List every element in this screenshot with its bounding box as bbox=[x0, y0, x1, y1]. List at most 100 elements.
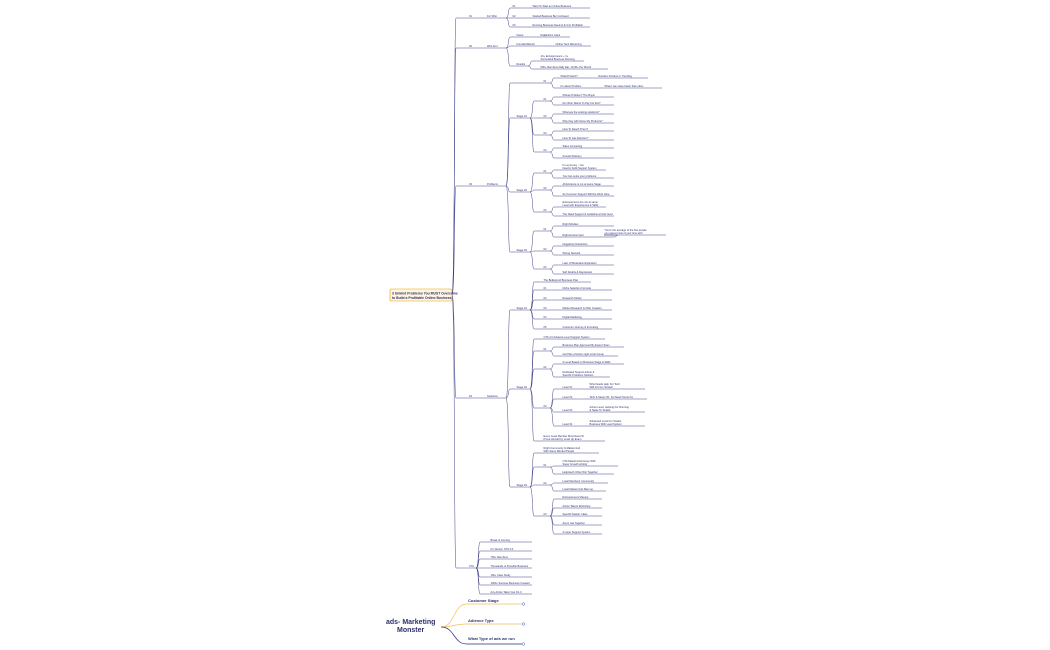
solution-stage-1-item-05-number[interactable]: 05 bbox=[544, 325, 547, 329]
branch-04-label[interactable]: Solutions bbox=[487, 394, 498, 398]
solution-stage-2-level-3-text-line-1[interactable]: Action Level, Helping For Running bbox=[590, 405, 630, 409]
problem-stage-3-group-03-item-1[interactable]: Lack Of Motivation/Inspiration bbox=[563, 261, 598, 265]
solution-stage-2-title[interactable]: OTA 2.0 Advance Level Support System bbox=[544, 335, 590, 339]
problem-intro-about[interactable]: It's about Problem bbox=[561, 84, 582, 88]
branch-cta-number[interactable]: CTA bbox=[469, 564, 474, 568]
root-node[interactable]: 3 Unkind Problems You MUST Overcome to B… bbox=[389, 288, 458, 302]
solution-stage-2-group-02-item-2-line-1[interactable]: Dedicated Support Admin & bbox=[563, 370, 595, 374]
solution-stage-1-label[interactable]: Stage 01 bbox=[517, 306, 528, 310]
second-map-adience-type-expand-dot[interactable] bbox=[521, 622, 526, 626]
branch-02-label[interactable]: Who Am I bbox=[487, 44, 499, 48]
solution-stage-1-item-01[interactable]: Niche Selection Formula bbox=[563, 286, 592, 290]
problem-stage-1-group-01-item-1[interactable]: Whose Problem? The Buyer bbox=[563, 93, 596, 97]
solution-stage-1-title[interactable]: The Bulletproof Business Plan bbox=[544, 278, 579, 282]
solution-stage-2-group-01-item-1[interactable]: Business Plan Approved By Expert Team bbox=[563, 343, 610, 347]
problem-stage-1-label[interactable]: Stage 01 bbox=[517, 114, 528, 118]
cta-item-7[interactable]: Any Action Taker Can Do It bbox=[491, 590, 522, 594]
branch-03-label[interactable]: Problems bbox=[487, 182, 499, 186]
solution-stage-2-level-1-text-line-2[interactable]: Skill & From Scratch bbox=[590, 385, 614, 389]
who-name-label[interactable]: Name bbox=[517, 33, 524, 37]
problem-stage-2-group-01-item-1-line-2[interactable]: Need A Solid Support System bbox=[563, 166, 597, 170]
problem-stage-3-group-02-item-2[interactable]: Wrong Network bbox=[563, 251, 582, 255]
who-founder-value[interactable]: Online Tech Mentoring bbox=[556, 42, 582, 46]
solution-stage-1-item-01-number[interactable]: 01 bbox=[544, 286, 547, 290]
branch-01-number[interactable]: 01 bbox=[469, 14, 472, 18]
branch-02-number[interactable]: 02 bbox=[469, 44, 472, 48]
problem-stage-3-group-02-item-1[interactable]: Negativity/ Distraction bbox=[563, 242, 589, 246]
solution-stage-3-group-03-item-3[interactable]: Specific Master Class bbox=[563, 512, 589, 516]
solution-stage-2-group-02[interactable]: 02 bbox=[544, 365, 547, 369]
second-map-branch-adience-type[interactable]: Adience Type bbox=[468, 618, 494, 623]
solution-stage-3-title-line-1[interactable]: Right Community & Mastermind bbox=[544, 446, 581, 450]
branch-03-number[interactable]: 03 bbox=[469, 182, 472, 186]
problem-stage-2-label[interactable]: Stage 02 bbox=[517, 188, 528, 192]
problem-stage-2-group-03-item-1-line-1[interactable]: Entrepreneurs Are not at same bbox=[563, 200, 599, 204]
solution-stage-3-group-03-item-4[interactable]: Zoom Get Together bbox=[563, 521, 585, 525]
solution-stage-2-level-2-text[interactable]: Tech & Setup OK, but Need Some Fix bbox=[590, 395, 634, 399]
solution-stage-2-levels[interactable]: 03 bbox=[544, 404, 547, 408]
solution-stage-2-group-01[interactable]: 01 bbox=[544, 347, 547, 351]
solution-stage-2-group-01-item-2[interactable]: Get Plan of Action right Level Group bbox=[563, 352, 605, 356]
second-map-title-line-1[interactable]: ads- Marketing bbox=[386, 619, 435, 626]
second-map-title-line-2[interactable]: Monster bbox=[397, 627, 425, 634]
problem-stage-3-group-01-note-line-1[interactable]: You're the average of the five people bbox=[605, 228, 648, 232]
problem-stage-3-group-01-note-line-2[interactable]: you spend most of your time with bbox=[605, 231, 643, 235]
problem-stage-3-group-01-item-2[interactable]: Right Environment bbox=[563, 233, 585, 237]
problem-stage-2-group-01-item-1-line-1[interactable]: It's a journey - You bbox=[563, 163, 585, 167]
solution-stage-3-group-01-item-1-line-2[interactable]: Super Growth Activity bbox=[563, 462, 588, 466]
who-result-1-line-2[interactable]: Successful Business Running bbox=[541, 57, 576, 61]
problem-stage-1-group-01[interactable]: 01 bbox=[544, 97, 547, 101]
solution-stage-3-group-02-item-1[interactable]: Local Members Community bbox=[563, 479, 595, 483]
problem-stage-3-group-03-item-2[interactable]: Self Doubts & Depression bbox=[563, 270, 593, 274]
solution-stage-3-group-03-item-1[interactable]: Entrepreneurs Meetup bbox=[563, 495, 589, 499]
problem-stage-2-group-01[interactable]: 01 bbox=[544, 169, 547, 173]
solution-stage-3-label[interactable]: Stage 03 bbox=[517, 483, 528, 487]
solution-stage-2-level-4-text-line-2[interactable]: Business With Lead System bbox=[590, 422, 622, 426]
solution-stage-3-group-03-item-2[interactable]: Action Takers Workshop bbox=[563, 504, 591, 508]
problem-stage-1-group-03-item-2[interactable]: How To Get Attention? bbox=[563, 136, 589, 140]
solution-stage-1-item-03-number[interactable]: 03 bbox=[544, 306, 547, 310]
problem-stage-2-group-02-item-1[interactable]: All Entrance is not at same Stage bbox=[563, 182, 602, 186]
solution-stage-3-group-02-item-2[interactable]: Local Mastermind Meet up bbox=[563, 487, 594, 491]
problem-intro-number[interactable]: 01 bbox=[544, 79, 547, 83]
solution-stage-2-level-4-text-line-1[interactable]: Advanced Level For Scaleit bbox=[590, 419, 622, 423]
problem-stage-2-group-02-item-2[interactable]: So Common Support Will Not Work Here bbox=[563, 192, 610, 196]
problem-intro-what[interactable]: What Product? bbox=[561, 74, 579, 78]
for-who-02-item[interactable]: Started Business But Confused bbox=[533, 14, 570, 18]
branch-01-label[interactable]: For Who bbox=[487, 14, 498, 18]
solution-stage-3-group-01-item-2[interactable]: Help Each Other Win Together bbox=[563, 470, 598, 474]
problem-stage-2-group-01-item-2[interactable]: You Can solve your problems bbox=[563, 174, 597, 178]
for-who-02-number[interactable]: 02 bbox=[513, 14, 516, 18]
solution-stage-1-item-05[interactable]: Customer Journey & Funneling bbox=[563, 325, 599, 329]
problem-stage-1-group-04-item-2[interactable]: Smooth Delivery bbox=[563, 154, 583, 158]
solution-stage-3-group-03-item-5[interactable]: 4 Layer Support System bbox=[563, 530, 591, 534]
problem-intro-what-value[interactable]: Random Product or Trending bbox=[599, 74, 633, 78]
cta-item-3[interactable]: 700+ Members bbox=[491, 555, 509, 559]
problem-stage-2-group-03-item-1-line-2[interactable]: Level with Experiences & Skills bbox=[563, 203, 599, 207]
solution-stage-3-group-02[interactable]: 02 bbox=[544, 481, 547, 485]
cta-item-1[interactable]: Break of Journey bbox=[491, 538, 511, 542]
solution-stage-3-group-01-item-1-line-1[interactable]: OTA Mastermind Group With bbox=[563, 459, 597, 463]
problem-stage-1-group-02[interactable]: 02 bbox=[544, 114, 547, 118]
second-map-branch-ad-types[interactable]: What Type of ads we run bbox=[468, 636, 515, 641]
problem-stage-2-group-02[interactable]: 02 bbox=[544, 186, 547, 190]
solution-stage-1-item-04-number[interactable]: 04 bbox=[544, 315, 547, 319]
branch-04-number[interactable]: 04 bbox=[469, 394, 472, 398]
solution-stage-2-level-3-text-line-2[interactable]: & Sales To Scaleit bbox=[590, 408, 611, 412]
cta-item-6[interactable]: 1000+ Success Business Created bbox=[491, 581, 531, 585]
problem-stage-3-group-02[interactable]: 02 bbox=[544, 247, 547, 251]
for-who-01-number[interactable]: 01 bbox=[513, 4, 516, 8]
problem-stage-3-group-01[interactable]: 01 bbox=[544, 227, 547, 231]
solution-stage-2-note-line-1[interactable]: Every Level Member Must Need To bbox=[544, 434, 585, 438]
solution-stage-2-label[interactable]: Stage 02 bbox=[517, 385, 528, 389]
problem-stage-2-group-03-item-2[interactable]: The Need Support & Guideline at their le… bbox=[563, 212, 613, 216]
problem-stage-1-group-03[interactable]: 03 bbox=[544, 131, 547, 135]
cta-item-2[interactable]: It's Version OTA 3.0 bbox=[491, 547, 514, 551]
who-name-value[interactable]: Rajlakshmi Giant bbox=[541, 33, 561, 37]
problem-stage-3-group-01-item-1[interactable]: Right Mindset bbox=[563, 222, 579, 226]
solution-stage-2-note-line-2[interactable]: Prove Himself by Level Up Exam bbox=[544, 437, 582, 441]
problem-stage-3-label[interactable]: Stage 03 bbox=[517, 248, 528, 252]
problem-stage-1-group-02-item-2[interactable]: Why they will Chose My Products? bbox=[563, 119, 603, 123]
who-result-2[interactable]: 500+ Members Daily Eat, 10-90+ Per Month bbox=[541, 65, 592, 69]
problem-intro-about-value[interactable]: What I can solve better than other bbox=[605, 84, 644, 88]
